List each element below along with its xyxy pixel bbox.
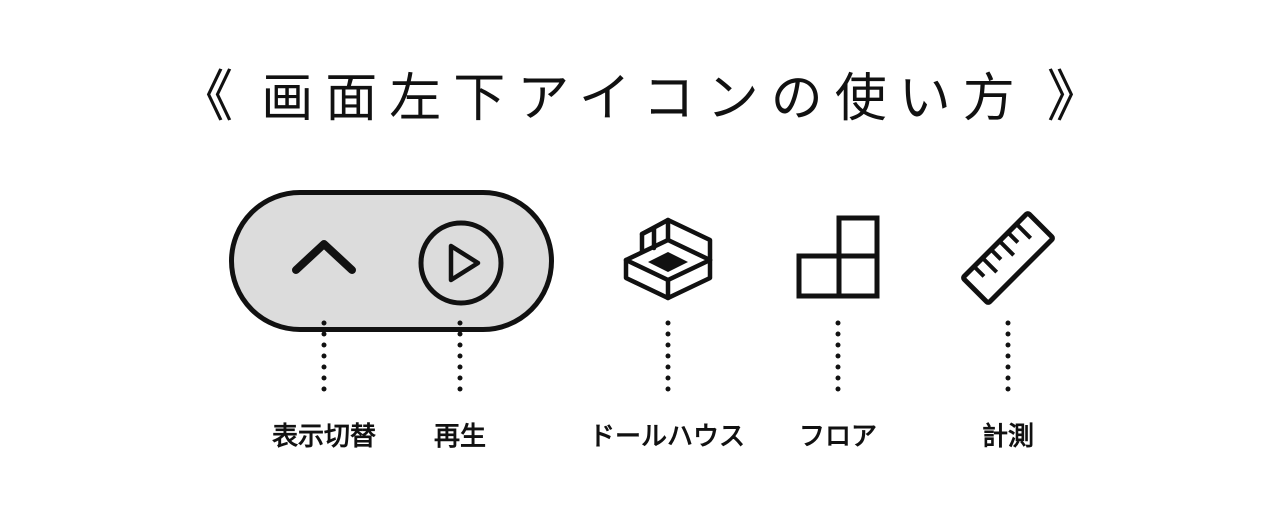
leader-dots-floor (835, 320, 841, 392)
page-title: 《画面左下アイコンの使い方》 (0, 58, 1280, 138)
label-measure: 計測 (981, 422, 1035, 452)
title-bracket-open: 《 (177, 65, 234, 130)
floor-plan-icon[interactable] (795, 214, 883, 302)
ruler-icon[interactable] (960, 210, 1056, 306)
leader-dots-toggle (321, 320, 327, 392)
leader-dots-play (457, 320, 463, 392)
leader-dots-measure (1005, 320, 1011, 392)
label-play: 再生 (433, 422, 487, 452)
leader-dots-dollhouse (665, 320, 671, 392)
title-text: 画面左下アイコンの使い方 (261, 69, 1027, 129)
label-floor: フロア (798, 422, 878, 452)
chevron-up-icon[interactable] (288, 232, 360, 282)
dollhouse-icon[interactable] (618, 208, 718, 304)
label-dollhouse: ドールハウス (588, 422, 746, 452)
play-circle-icon[interactable] (416, 218, 506, 308)
title-bracket-close: 》 (1046, 65, 1103, 130)
label-toggle: 表示切替 (271, 422, 377, 452)
